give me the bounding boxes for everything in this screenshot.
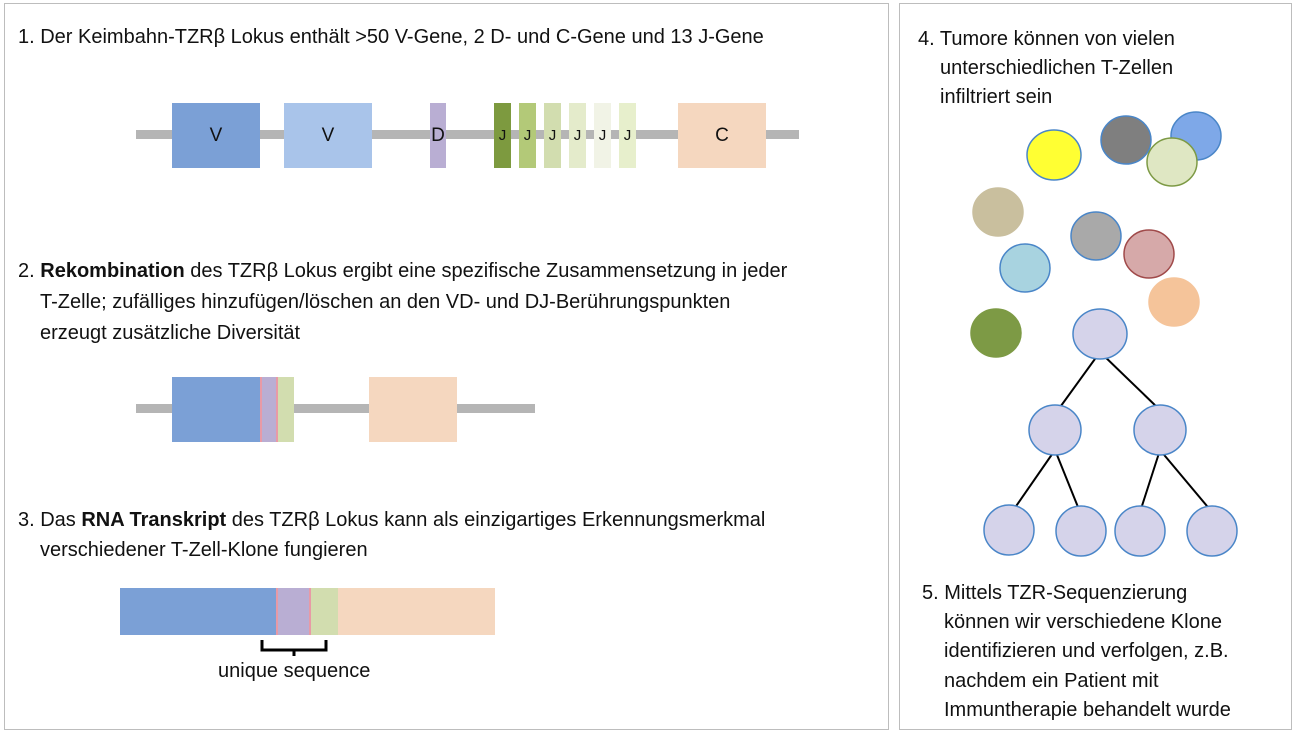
- germline-j-gene-1: J: [494, 103, 511, 168]
- step5-line2: können wir verschiedene Klone: [944, 611, 1222, 633]
- recombined-v-segment: [172, 377, 260, 442]
- t-cell-olive: [970, 308, 1022, 358]
- transcript-j-part: [311, 588, 338, 635]
- germline-j-gene-5: J: [594, 103, 611, 168]
- germline-d-gene: D: [430, 103, 446, 168]
- step5-line4: nachdem ein Patient mit: [944, 670, 1159, 692]
- step2-line3: erzeugt zusätzliche Diversität: [40, 322, 301, 344]
- clone-root: [1072, 308, 1128, 360]
- germline-j-gene-2: J: [519, 103, 536, 168]
- step3-line1: 3. Das RNA Transkript des TZRβ Lokus kan…: [18, 509, 766, 531]
- t-cell-pale-green: [1146, 137, 1198, 187]
- clone-level3-4: [1186, 505, 1238, 557]
- t-cell-khaki: [972, 187, 1024, 237]
- step4-line1: 4. Tumore können von vielen: [918, 28, 1175, 50]
- clone-level2-right: [1133, 404, 1187, 456]
- clone-tree: [983, 308, 1238, 557]
- recombined-c-segment: [369, 377, 457, 442]
- t-cell-light-blue: [999, 243, 1051, 293]
- clone-level3-1: [983, 504, 1035, 556]
- t-cell-orange: [1148, 277, 1200, 327]
- step1-text: 1. Der Keimbahn-TZRβ Lokus enthält >50 V…: [18, 26, 764, 48]
- step5-line5: Immuntherapie behandelt wurde: [944, 699, 1231, 721]
- step3-line2: verschiedener T-Zell-Klone fungieren: [40, 539, 368, 561]
- germline-c-gene: C: [678, 103, 766, 168]
- clone-tree-lines: [1011, 351, 1213, 513]
- t-cell-light-gray: [1070, 211, 1122, 261]
- recombined-backbone: [136, 404, 535, 413]
- clone-level2-left: [1028, 404, 1082, 456]
- step2-line1: 2. Rekombination des TZRβ Lokus ergibt e…: [18, 260, 788, 282]
- step5-line3: identifizieren und verfolgen, z.B.: [944, 640, 1229, 662]
- germline-j-gene-6: J: [619, 103, 636, 168]
- t-cell-gray: [1100, 115, 1152, 165]
- germline-v-gene-1: V: [172, 103, 260, 168]
- transcript-v-part: [120, 588, 276, 635]
- right-panel: [899, 3, 1292, 730]
- t-cell-yellow: [1026, 129, 1082, 181]
- clone-level3-3: [1114, 505, 1166, 557]
- step4-line2: unterschiedlichen T-Zellen: [940, 57, 1174, 79]
- clone-level3-2: [1055, 505, 1107, 557]
- step4-line3: infiltriert sein: [940, 86, 1053, 108]
- t-cell-rose: [1123, 229, 1175, 279]
- germline-v-gene-2: V: [284, 103, 372, 168]
- step5-line1: 5. Mittels TZR-Sequenzierung: [922, 582, 1188, 604]
- step2-line2: T-Zelle; zufälliges hinzufügen/löschen a…: [40, 291, 731, 313]
- recombined-d-segment: [260, 377, 278, 442]
- germline-j-gene-4: J: [569, 103, 586, 168]
- germline-j-gene-3: J: [544, 103, 561, 168]
- recombined-j-segment: [278, 377, 294, 442]
- transcript-d-part: [276, 588, 311, 635]
- germline-backbone: [136, 130, 799, 139]
- step2-bold: Rekombination: [40, 260, 185, 282]
- step3-bold: RNA Transkript: [81, 509, 227, 531]
- unique-sequence-label: unique sequence: [218, 660, 371, 682]
- transcript-c-part: [338, 588, 495, 635]
